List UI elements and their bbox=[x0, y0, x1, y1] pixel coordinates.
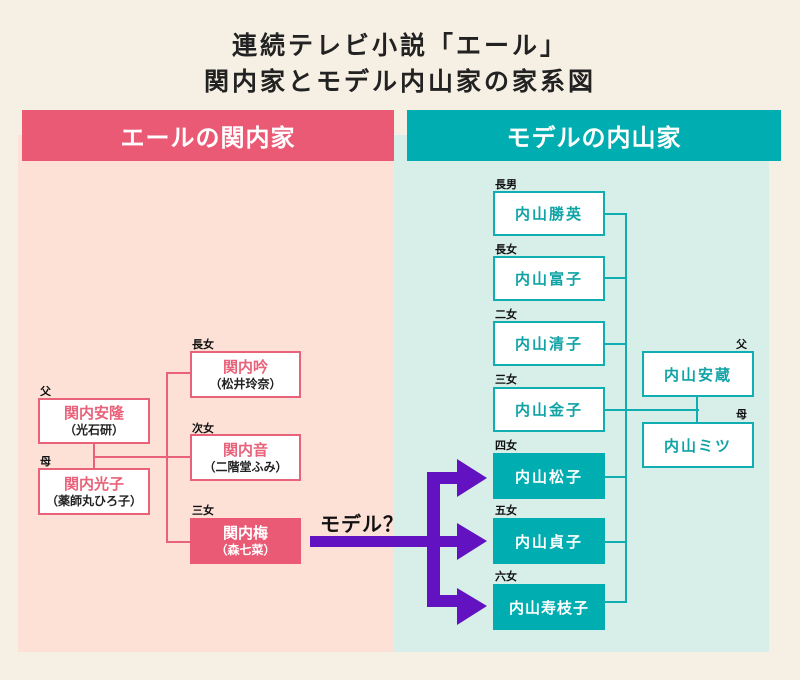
uchiyama-family-header: モデルの内山家 bbox=[407, 110, 781, 161]
person-uchiyama-katsuhide: 内山勝英 bbox=[493, 191, 605, 236]
model-question-label: モデル？ bbox=[320, 512, 404, 536]
title-line-2: 関内家とモデル内山家の家系図 bbox=[203, 67, 596, 96]
person-sekiuchi-yasutaka: 関内安隆 （光石研） bbox=[38, 398, 150, 444]
person-name: 関内安隆 bbox=[63, 404, 124, 422]
role-label: 三女 bbox=[495, 373, 517, 386]
branch bbox=[604, 541, 627, 543]
actor-name: （松井玲奈） bbox=[209, 376, 282, 391]
person-name: 関内吟 bbox=[222, 357, 268, 376]
person-uchiyama-kiyoko: 内山清子 bbox=[493, 321, 605, 366]
person-sekiuchi-ume: 関内梅 （森七菜） bbox=[190, 518, 301, 564]
person-name: 関内光子 bbox=[63, 474, 124, 493]
arrow-shaft-main bbox=[310, 536, 440, 547]
actor-name: （二階堂ふみ） bbox=[203, 459, 288, 474]
person-uchiyama-sadako: 内山貞子 bbox=[493, 518, 605, 564]
sekiuchi-family-header: エールの関内家 bbox=[22, 110, 394, 161]
children-trunk-line bbox=[625, 213, 627, 603]
person-uchiyama-kaneko: 内山金子 bbox=[493, 387, 605, 432]
arrow-head-matsuko bbox=[457, 459, 487, 497]
role-label: 四女 bbox=[495, 439, 517, 452]
role-label: 長女 bbox=[192, 338, 214, 351]
role-label: 父 bbox=[736, 338, 747, 351]
parents-to-children-line bbox=[604, 409, 699, 411]
branch bbox=[604, 343, 627, 345]
person-uchiyama-mitsu: 内山ミツ bbox=[642, 422, 754, 468]
role-label: 父 bbox=[40, 385, 51, 398]
branch bbox=[604, 601, 627, 603]
title-line-1: 連続テレビ小説「エール」 bbox=[231, 31, 568, 60]
arrow-head-sueko bbox=[457, 588, 487, 625]
branch bbox=[604, 213, 627, 215]
role-label: 五女 bbox=[495, 504, 517, 517]
children-trunk-line bbox=[166, 372, 168, 543]
role-label: 六女 bbox=[495, 570, 517, 583]
person-name: 関内梅 bbox=[222, 524, 268, 542]
person-sekiuchi-mitsuko: 関内光子 （薬師丸ひろ子） bbox=[38, 468, 150, 515]
actor-name: （薬師丸ひろ子） bbox=[45, 493, 142, 508]
arrow-shaft-sueko bbox=[427, 595, 460, 607]
arrow-shaft-matsuko bbox=[427, 472, 460, 484]
person-name: 関内音 bbox=[222, 440, 268, 459]
branch-gin bbox=[166, 372, 192, 374]
arrow-head-sadako bbox=[457, 523, 487, 560]
role-label: 次女 bbox=[192, 422, 214, 435]
role-label: 長女 bbox=[495, 243, 517, 256]
person-uchiyama-tomiko: 内山富子 bbox=[493, 256, 605, 301]
person-sekiuchi-gin: 関内吟 （松井玲奈） bbox=[190, 351, 301, 398]
person-uchiyama-matsuko: 内山松子 bbox=[493, 453, 605, 499]
person-uchiyama-sueko: 内山寿枝子 bbox=[493, 584, 605, 630]
parents-connector bbox=[696, 396, 698, 422]
role-label: 三女 bbox=[192, 504, 214, 517]
actor-name: （森七菜） bbox=[215, 543, 276, 557]
role-label: 二女 bbox=[495, 308, 517, 321]
branch-ume bbox=[166, 541, 192, 543]
role-label: 母 bbox=[40, 455, 51, 468]
role-label: 母 bbox=[736, 408, 747, 421]
person-uchiyama-yasuzo: 内山安蔵 bbox=[642, 351, 754, 397]
actor-name: （光石研） bbox=[63, 423, 124, 437]
arrow-shaft-sadako bbox=[427, 536, 460, 547]
branch bbox=[604, 476, 627, 478]
role-label: 長男 bbox=[495, 178, 517, 191]
parents-to-children-line bbox=[93, 456, 193, 458]
person-sekiuchi-oto: 関内音 （二階堂ふみ） bbox=[190, 434, 301, 481]
branch bbox=[604, 277, 627, 279]
